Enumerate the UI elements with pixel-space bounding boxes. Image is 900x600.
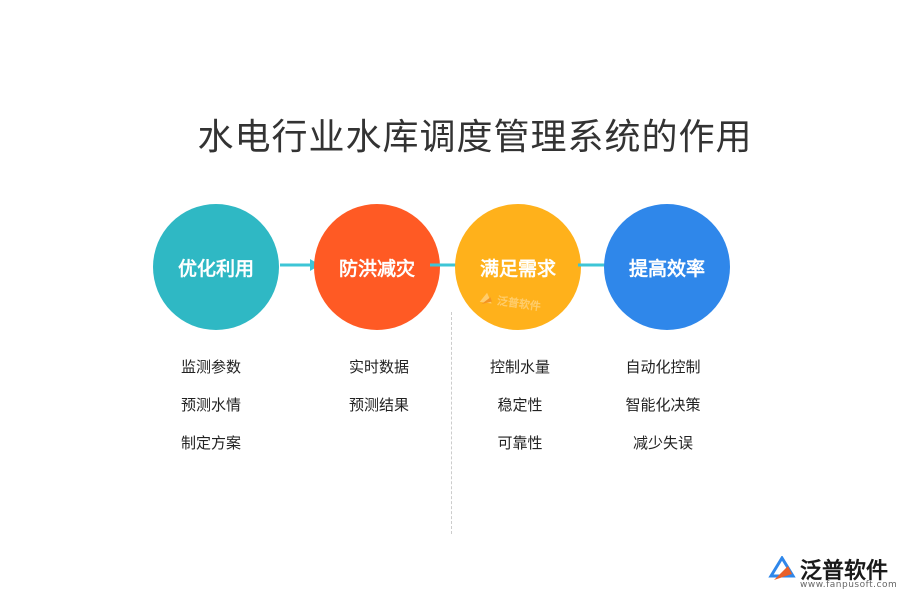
list-item: 监测参数 xyxy=(180,358,241,376)
diagram-title: 水电行业水库调度管理系统的作用 xyxy=(197,117,753,158)
list-item: 预测结果 xyxy=(348,396,409,414)
brand-name: 泛普软件 xyxy=(800,559,889,584)
dashed-divider xyxy=(451,312,452,534)
list-item: 控制水量 xyxy=(489,358,550,376)
list-item: 智能化决策 xyxy=(625,396,701,414)
node-optimize: 优化利用 xyxy=(153,204,279,330)
list-item: 稳定性 xyxy=(497,396,543,414)
item-list-efficiency: 自动化控制 智能化决策 减少失误 xyxy=(598,356,728,454)
node-label: 满足需求 xyxy=(479,257,556,280)
item-list-optimize: 监测参数 预测水情 制定方案 xyxy=(146,356,276,454)
list-item: 制定方案 xyxy=(180,434,241,452)
node-flood-control: 防洪减灾 xyxy=(314,204,440,330)
list-item: 实时数据 xyxy=(348,358,409,376)
node-meet-demand: 满足需求 xyxy=(455,204,581,330)
fanpu-logo-icon xyxy=(768,556,796,580)
node-efficiency: 提高效率 xyxy=(604,204,730,330)
list-item: 可靠性 xyxy=(497,434,543,452)
list-item: 减少失误 xyxy=(632,434,693,452)
node-label: 优化利用 xyxy=(177,257,254,280)
node-label: 防洪减灾 xyxy=(338,257,415,280)
item-list-flood-control: 实时数据 预测结果 xyxy=(314,356,444,416)
node-label: 提高效率 xyxy=(628,257,705,280)
brand-logo: 泛普软件 xyxy=(768,553,888,585)
fanpu-logo-icon xyxy=(479,292,492,305)
watermark: 泛普软件 xyxy=(477,290,542,315)
brand-url: www.fanpusoft.com xyxy=(800,580,898,590)
list-item: 自动化控制 xyxy=(625,358,701,376)
item-list-meet-demand: 控制水量 稳定性 可靠性 xyxy=(455,356,585,454)
list-item: 预测水情 xyxy=(180,396,241,414)
